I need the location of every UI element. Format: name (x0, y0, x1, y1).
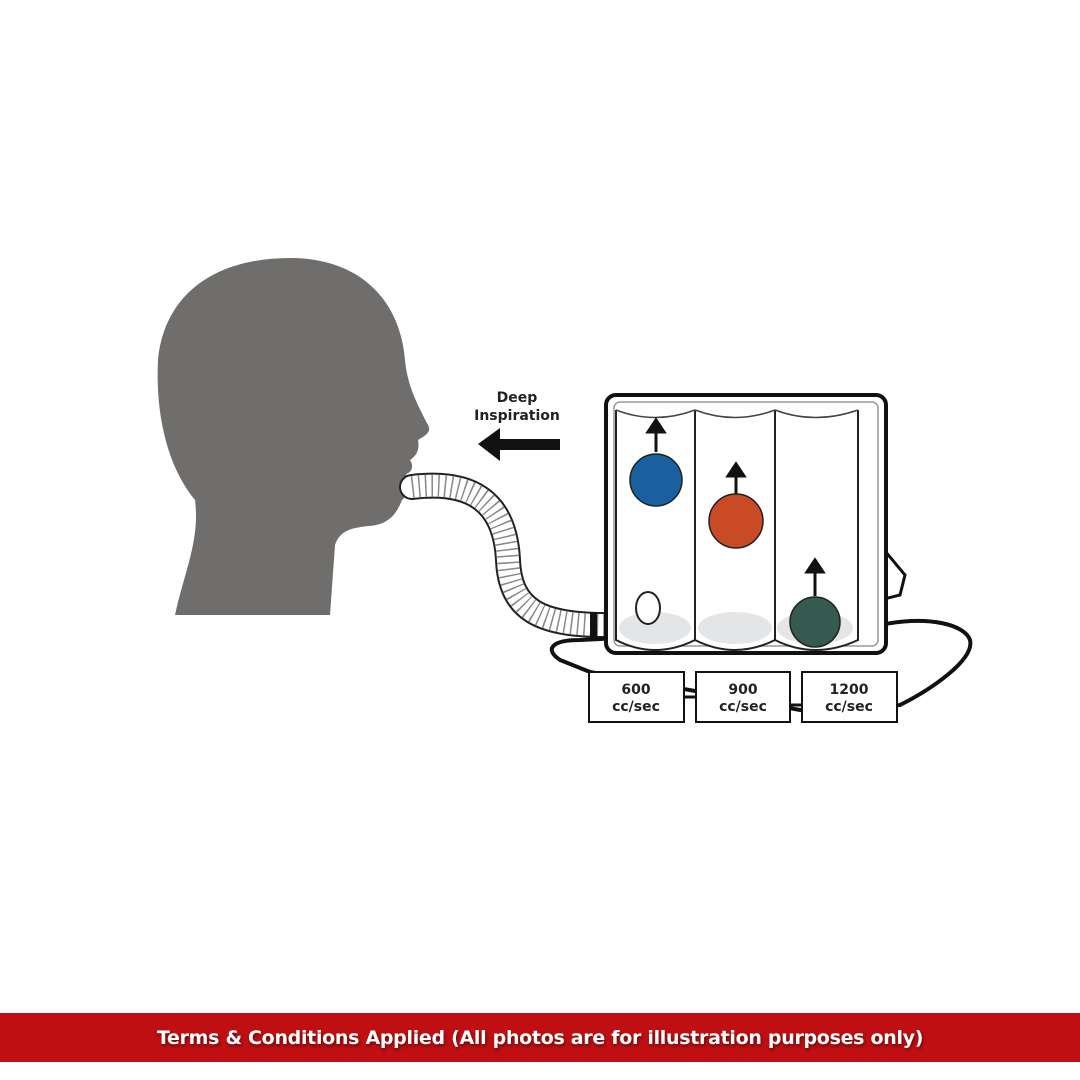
left-arrow-icon (478, 428, 560, 461)
terms-banner: Terms & Conditions Applied (All photos a… (0, 1013, 1080, 1062)
head-silhouette (157, 258, 430, 615)
chamber-label-1200: 1200 cc/sec (801, 671, 898, 723)
chamber-label-600: 600 cc/sec (588, 671, 685, 723)
inspiration-label: Inspiration (474, 408, 560, 424)
svg-text:900: 900 (728, 682, 757, 698)
ball-600 (629, 417, 683, 507)
ball-900 (708, 461, 764, 549)
terms-text: Terms & Conditions Applied (All photos a… (156, 1026, 924, 1049)
svg-text:cc/sec: cc/sec (719, 699, 767, 715)
device-handle (878, 544, 907, 602)
deep-label: Deep (497, 390, 538, 406)
svg-text:1200: 1200 (830, 682, 869, 698)
svg-text:cc/sec: cc/sec (825, 699, 873, 715)
ball-1200 (789, 557, 841, 648)
tube-connector (635, 591, 661, 625)
svg-text:600: 600 (621, 682, 650, 698)
svg-text:cc/sec: cc/sec (612, 699, 660, 715)
breathing-tube (399, 472, 618, 638)
chamber-label-900: 900 cc/sec (695, 671, 791, 723)
